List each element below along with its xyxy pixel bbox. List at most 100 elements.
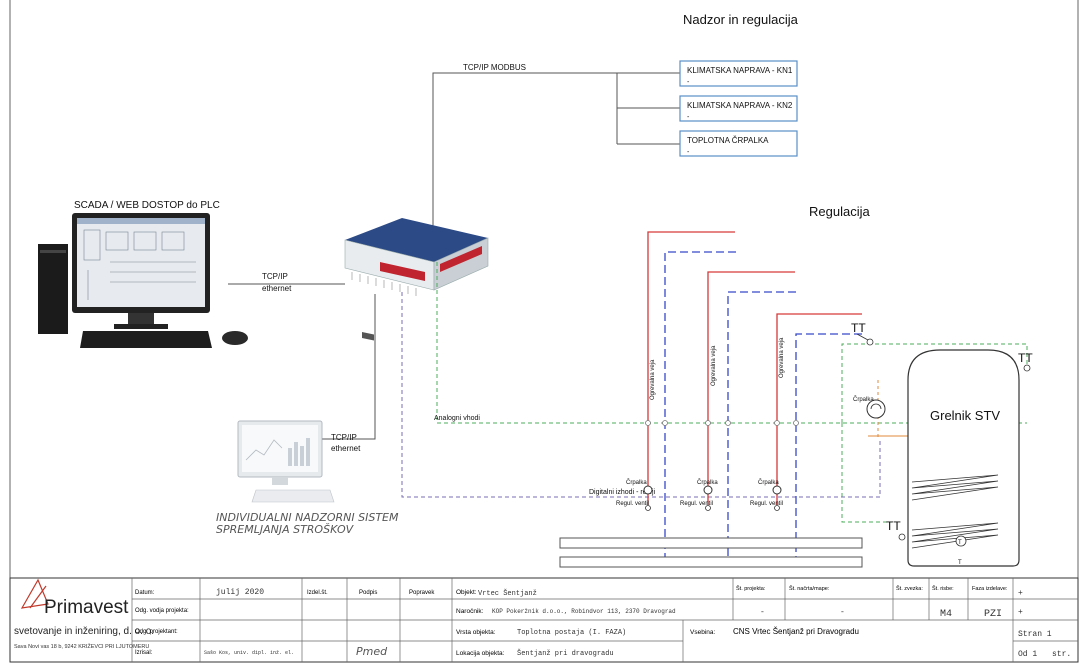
device-heat-pump[interactable]: TOPLOTNA ČRPALKA - bbox=[679, 130, 798, 157]
pump-branch-2[interactable]: Črpalka Regul. ventil bbox=[680, 479, 718, 511]
branch-2-label: Ogrevalna veja bbox=[711, 345, 717, 386]
keyboard bbox=[80, 331, 212, 348]
analog-label: Analogni vhodi bbox=[434, 415, 480, 422]
val-plus-2: + bbox=[1018, 608, 1023, 617]
heading-scada: SCADA / WEB DOSTOP do PLC bbox=[74, 200, 220, 211]
val-narocnik: KOP Pokeržnik d.o.o., Robindvor 113, 237… bbox=[492, 608, 676, 615]
svg-text:TT: TT bbox=[1018, 351, 1033, 365]
device-kn2[interactable]: KLIMATSKA NAPRAVA - KN2 - bbox=[679, 95, 798, 122]
boiler-pump-label: Črpalka bbox=[853, 396, 874, 403]
col-datum: Datum: bbox=[135, 590, 155, 596]
val-objekt: Vrtec Šentjanž bbox=[478, 588, 537, 598]
lbl-vrsta: Vrsta objekta: bbox=[456, 629, 496, 636]
valve-3-label: Regul. ventil bbox=[750, 501, 783, 507]
svg-text:T: T bbox=[958, 560, 962, 566]
col-izdel: Izdel.št. bbox=[307, 590, 328, 596]
val-nacrta: - bbox=[840, 608, 845, 617]
analog-inputs-line bbox=[436, 262, 1028, 523]
device-kn2-sub: - bbox=[687, 114, 690, 121]
pump-2-label: Črpalka bbox=[697, 479, 718, 486]
str-label: str. bbox=[1052, 650, 1071, 659]
row-vodja: Odg. vodja projekta: bbox=[135, 608, 189, 614]
lbl-objekt: Objekt: bbox=[456, 589, 477, 596]
pc-tower bbox=[38, 244, 68, 334]
val-lokacija: Šentjanž pri dravogradu bbox=[517, 648, 614, 658]
boiler-lower-coil bbox=[911, 522, 999, 549]
company-address: Sava Novi vas 18 b, 9242 KRIŽEVCI PRI LJ… bbox=[14, 642, 149, 650]
tt-sensor-1: TT bbox=[851, 321, 874, 346]
branch-3-label: Ogrevalna veja bbox=[779, 337, 785, 378]
svg-text:TT: TT bbox=[886, 519, 901, 533]
val-vrsta: Toplotna postaja (I. FAZA) bbox=[517, 629, 626, 637]
pump-3-label: Črpalka bbox=[758, 479, 779, 486]
pump-branch-3[interactable]: Črpalka Regul. ventil bbox=[750, 479, 783, 511]
ethernet-monitoring bbox=[322, 294, 376, 440]
device-heat-pump-sub: - bbox=[687, 149, 690, 156]
title-block: Primavest svetovanje in inženiring, d. o… bbox=[9, 577, 1079, 663]
heating-branch-2 bbox=[707, 271, 796, 565]
device-kn1[interactable]: KLIMATSKA NAPRAVA - KN1 - bbox=[679, 60, 798, 87]
svg-text:TT: TT bbox=[851, 321, 866, 335]
row-risal: Izrisal: bbox=[135, 650, 153, 656]
risal-value: Sašo Kos, univ. dipl. inž. el. bbox=[204, 650, 294, 656]
col-popravek: Popravek bbox=[409, 590, 435, 596]
sensor-points bbox=[645, 420, 799, 426]
val-plus-1: + bbox=[1018, 589, 1023, 598]
heading-regulacija: Regulacija bbox=[809, 204, 870, 219]
digital-label: Digitalni izhodi - releji bbox=[589, 489, 656, 496]
tt-sensor-2: TT bbox=[1018, 351, 1033, 372]
stran-label: Stran 1 bbox=[1018, 630, 1052, 639]
mouse bbox=[222, 331, 248, 345]
val-vsebina: CNS Vrtec Šentjanž pri Dravogradu bbox=[733, 627, 859, 636]
monitoring-title-line2: SPREMLJANJA STROŠKOV bbox=[216, 523, 355, 536]
boiler-label: Grelnik STV bbox=[930, 408, 1000, 423]
return-header bbox=[559, 556, 863, 568]
scada-screen bbox=[77, 218, 205, 307]
branch-1-label: Ogrevalna veja bbox=[650, 359, 656, 400]
pump-1-label: Črpalka bbox=[626, 479, 647, 486]
val-risbe: M4 bbox=[940, 609, 952, 620]
modbus-network bbox=[432, 72, 680, 230]
company-logo: Primavest svetovanje in inženiring, d. o… bbox=[14, 578, 154, 650]
svg-text:T: T bbox=[958, 540, 962, 546]
boiler-pump[interactable]: Črpalka bbox=[853, 380, 908, 440]
monitoring-workstation[interactable] bbox=[237, 420, 335, 503]
company-name: Primavest bbox=[44, 597, 129, 618]
scada-workstation[interactable] bbox=[38, 213, 248, 348]
boiler-thermostat bbox=[955, 535, 967, 547]
digital-outputs-line bbox=[401, 292, 881, 498]
boiler-stv[interactable]: Grelnik STV T T bbox=[907, 349, 1020, 567]
device-kn1-sub: - bbox=[687, 79, 690, 86]
lbl-st-nacrta: Št. načrta/mape: bbox=[789, 585, 830, 592]
datum-value: julij 2020 bbox=[216, 588, 264, 597]
modbus-label: TCP/IP MODBUS bbox=[463, 63, 526, 72]
device-kn1-name: KLIMATSKA NAPRAVA - KN1 bbox=[687, 66, 793, 75]
valve-1-label: Regul. ventil bbox=[616, 501, 649, 507]
heading-nadzor: Nadzor in regulacija bbox=[683, 12, 799, 27]
lbl-st-projekta: Št. projekta: bbox=[736, 585, 766, 592]
lbl-st-risbe: Št. risbe: bbox=[932, 585, 954, 592]
heating-branch-1 bbox=[647, 231, 736, 565]
signature: Pmed bbox=[356, 645, 388, 658]
val-faza: PZI bbox=[984, 609, 1002, 620]
valve-2-label: Regul. ventil bbox=[680, 501, 713, 507]
boiler-upper-coil bbox=[911, 474, 999, 501]
lbl-st-zvezka: Št. zvezka: bbox=[896, 585, 923, 592]
eth1-label-a: TCP/IP bbox=[262, 272, 288, 281]
monitoring-title-line1: INDIVIDUALNI NADZORNI SISTEM bbox=[216, 511, 399, 524]
plc-controller[interactable] bbox=[344, 218, 489, 341]
pump-branch-1[interactable]: Črpalka Regul. ventil bbox=[616, 479, 653, 511]
lbl-vsebina: Vsebina: bbox=[690, 629, 715, 636]
lbl-narocnik: Naročnik: bbox=[456, 608, 484, 615]
supply-header bbox=[559, 537, 863, 549]
device-heat-pump-name: TOPLOTNA ČRPALKA bbox=[687, 136, 769, 145]
company-sub: svetovanje in inženiring, d. o. o. bbox=[14, 626, 154, 637]
tt-sensor-3: TT bbox=[886, 519, 906, 541]
lbl-faza: Faza izdelave: bbox=[972, 586, 1008, 592]
lbl-lokacija: Lokacija objekta: bbox=[456, 650, 505, 657]
col-podpis: Podpis bbox=[359, 590, 377, 596]
od-label: Od 1 bbox=[1018, 650, 1037, 659]
heating-branch-3 bbox=[776, 313, 862, 565]
eth2-label-a: TCP/IP bbox=[331, 433, 357, 442]
